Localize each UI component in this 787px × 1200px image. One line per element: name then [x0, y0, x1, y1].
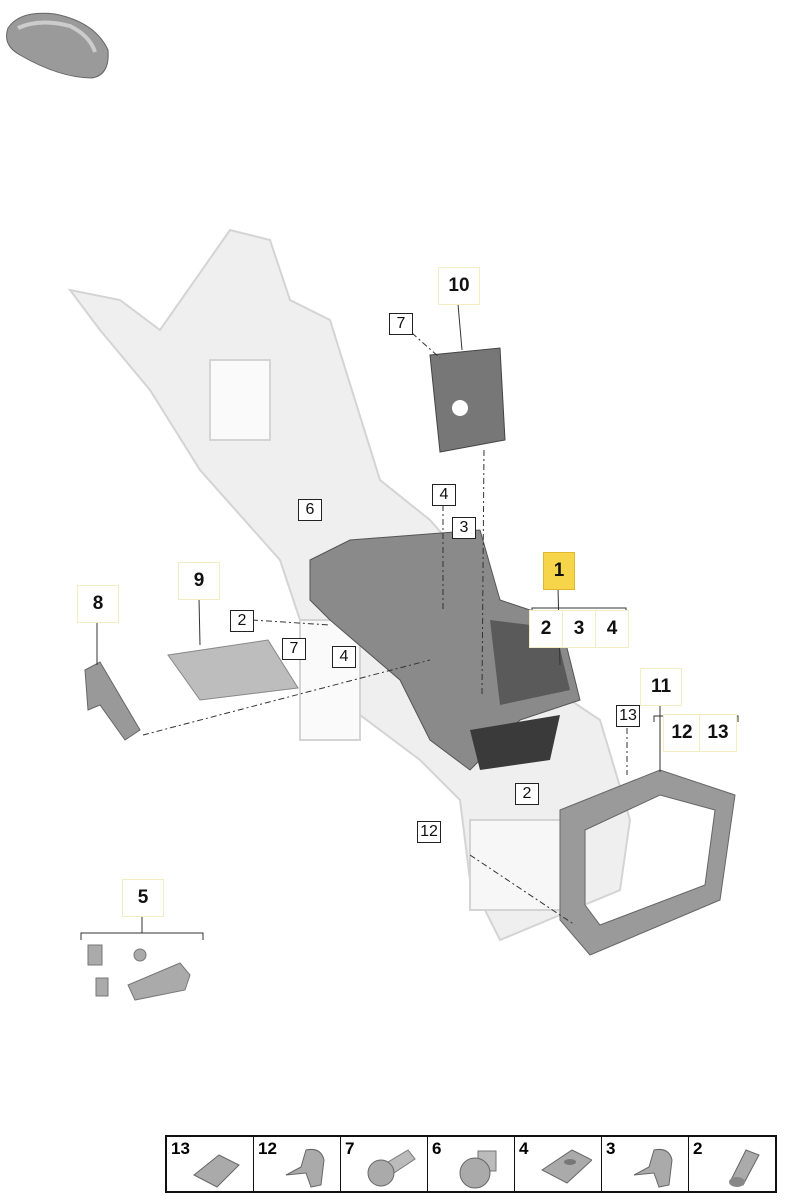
spring-clip-icon: [633, 1149, 673, 1188]
callout-7[interactable]: 7: [282, 638, 306, 660]
callout-6[interactable]: 6: [298, 499, 322, 521]
fastener-legend: 13 12 7 6 4 3 2: [165, 1135, 777, 1193]
legend-item-expansion-sleeve[interactable]: 2: [689, 1137, 775, 1191]
bracket: [84, 661, 141, 741]
callout-4[interactable]: 4: [332, 646, 356, 668]
legend-number: 2: [693, 1139, 703, 1158]
legend-item-flange-screw[interactable]: 6: [428, 1137, 515, 1191]
callout-11-sub-12[interactable]: 12: [663, 714, 701, 752]
callout-3[interactable]: 3: [452, 517, 476, 539]
callout-11[interactable]: 11: [640, 668, 682, 706]
legend-number: 6: [432, 1139, 442, 1158]
legend-number: 13: [171, 1139, 190, 1158]
callout-1-sub-4[interactable]: 4: [595, 610, 629, 648]
legend-number: 3: [606, 1139, 616, 1158]
clip-nut-icon: [193, 1154, 240, 1188]
vehicle-thumbnail: [6, 12, 109, 79]
switch-panel: [429, 347, 506, 453]
callout-5[interactable]: 5: [122, 879, 164, 917]
callout-7[interactable]: 7: [389, 313, 413, 335]
legend-number: 4: [519, 1139, 529, 1158]
kit-parts: [87, 944, 191, 1001]
legend-item-clip-nut[interactable]: 13: [167, 1137, 254, 1191]
callout-2[interactable]: 2: [230, 610, 254, 632]
callout-1-highlighted[interactable]: 1: [543, 552, 575, 590]
speed-nut-icon: [541, 1149, 592, 1184]
flange-screw-icon: [459, 1150, 497, 1189]
legend-item-spring-clip[interactable]: 12: [254, 1137, 341, 1191]
callout-1-sub-3[interactable]: 3: [562, 610, 596, 648]
legend-number: 12: [258, 1139, 277, 1158]
callout-11-sub-13[interactable]: 13: [699, 714, 737, 752]
spring-clip-icon: [285, 1149, 325, 1188]
callout-8[interactable]: 8: [77, 585, 119, 623]
legend-item-torx-screw[interactable]: 7: [341, 1137, 428, 1191]
legend-number: 7: [345, 1139, 355, 1158]
callout-9[interactable]: 9: [178, 562, 220, 600]
legend-item-speed-nut[interactable]: 4: [515, 1137, 602, 1191]
expansion-sleeve-icon: [729, 1149, 760, 1187]
callout-12[interactable]: 12: [417, 821, 441, 843]
mat: [167, 639, 299, 701]
callout-2[interactable]: 2: [515, 783, 539, 805]
callout-4[interactable]: 4: [432, 484, 456, 506]
callout-10[interactable]: 10: [438, 267, 480, 305]
callout-13[interactable]: 13: [616, 705, 640, 727]
legend-item-spring-clip[interactable]: 3: [602, 1137, 689, 1191]
torx-screw-icon: [367, 1149, 416, 1187]
callout-1-sub-2[interactable]: 2: [529, 610, 563, 648]
